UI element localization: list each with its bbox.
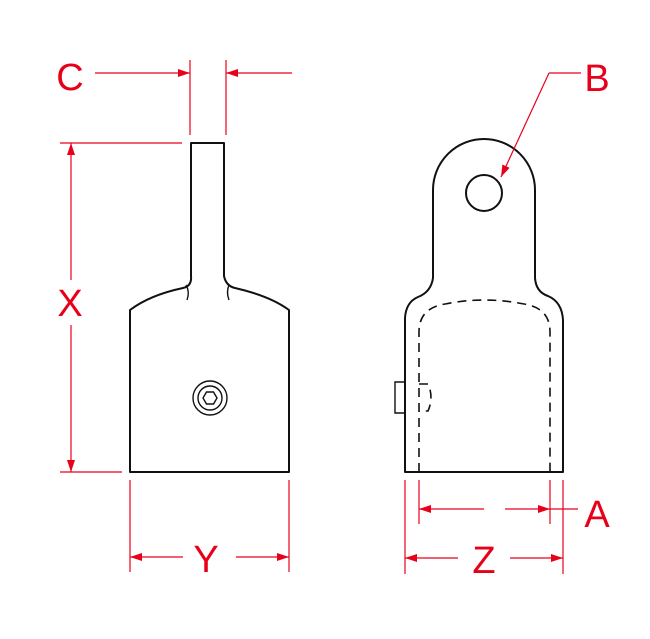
front-view-fillet-right	[226, 284, 230, 301]
dimension-label-z: Z	[472, 540, 495, 582]
dimension-x: X	[57, 142, 182, 473]
hidden-bore-outline	[418, 299, 551, 472]
set-screw-outer-circle	[192, 380, 228, 416]
dimension-label-b: B	[584, 58, 609, 100]
dimension-a: A	[418, 480, 610, 536]
dimension-c: C	[56, 57, 292, 135]
side-view	[394, 138, 564, 473]
hex-socket-icon	[202, 391, 218, 405]
dimension-b: B	[500, 58, 610, 178]
dimension-z: Z	[404, 480, 564, 582]
mounting-hole	[465, 174, 503, 212]
dimension-label-y: Y	[193, 539, 218, 581]
set-screw	[192, 380, 228, 416]
front-view-fillet-left	[185, 284, 189, 301]
dimension-label-a: A	[584, 494, 610, 536]
set-screw-inner-circle	[197, 385, 223, 411]
set-screw-profile	[394, 381, 405, 414]
dimension-label-x: X	[57, 283, 82, 325]
side-view-outline	[404, 138, 564, 473]
set-screw-hidden-profile	[419, 383, 432, 412]
front-view	[129, 142, 290, 473]
front-view-outline	[129, 142, 290, 473]
dimension-b-leader	[500, 72, 550, 178]
dimension-y: Y	[129, 480, 290, 581]
dimension-label-c: C	[56, 57, 83, 99]
